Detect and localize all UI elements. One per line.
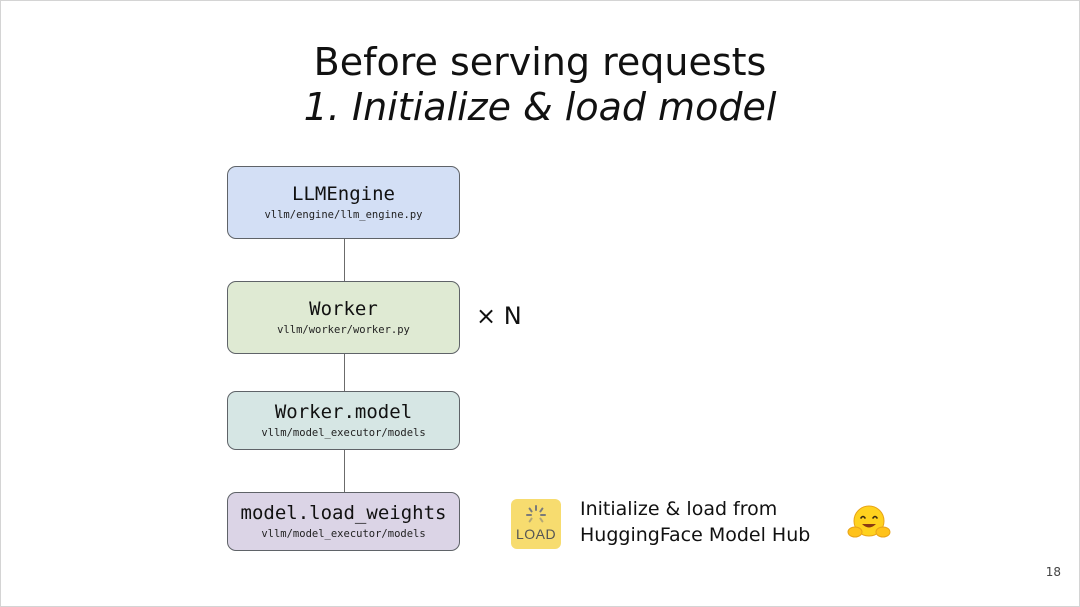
- connector-line: [344, 450, 345, 492]
- worker-multiplier: × N: [476, 302, 522, 330]
- node-name: Worker: [309, 298, 378, 320]
- load-icon-label: LOAD: [515, 526, 557, 542]
- node-path: vllm/model_executor/models: [261, 427, 426, 439]
- node-path: vllm/model_executor/models: [261, 528, 426, 540]
- node-worker-model: Worker.model vllm/model_executor/models: [227, 391, 460, 450]
- slide-title: Before serving requests: [313, 40, 767, 84]
- page-number: 18: [1045, 565, 1061, 579]
- node-path: vllm/engine/llm_engine.py: [264, 209, 423, 221]
- loading-spinner-icon: [526, 505, 546, 523]
- node-name: Worker.model: [274, 401, 413, 423]
- node-llm-engine: LLMEngine vllm/engine/llm_engine.py: [227, 166, 460, 239]
- node-name: model.load_weights: [240, 502, 447, 524]
- node-name: LLMEngine: [292, 183, 395, 205]
- connector-line: [344, 238, 345, 281]
- load-note-line: HuggingFace Model Hub: [580, 524, 811, 546]
- slide-subtitle: 1. Initialize & load model: [303, 85, 777, 129]
- connector-line: [344, 354, 345, 391]
- load-icon: LOAD: [511, 499, 561, 549]
- hugging-face-emoji-icon: [847, 505, 891, 538]
- node-path: vllm/worker/worker.py: [277, 324, 410, 336]
- load-note: Initialize & load from HuggingFace Model…: [580, 496, 810, 548]
- load-note-line: Initialize & load from: [580, 498, 778, 520]
- node-load-weights: model.load_weights vllm/model_executor/m…: [227, 492, 460, 551]
- node-worker: Worker vllm/worker/worker.py: [227, 281, 460, 354]
